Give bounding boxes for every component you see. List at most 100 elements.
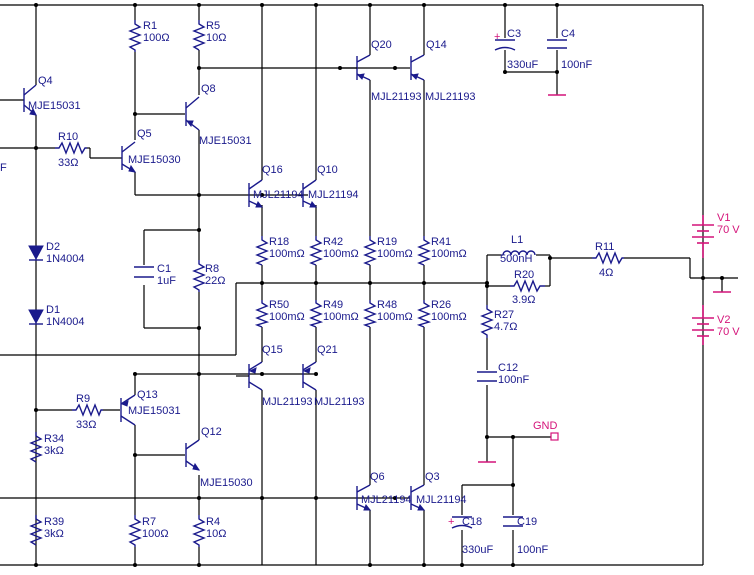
capacitor-value: 100nF <box>561 59 592 71</box>
resistor-value: 100Ω <box>142 528 169 540</box>
wires <box>0 4 738 566</box>
resistor-ref: R10 <box>58 131 78 143</box>
resistor-ref: R7 <box>142 516 156 528</box>
transistor-part: MJL21193 <box>425 91 476 103</box>
resistor-value: 100mΩ <box>377 248 413 260</box>
resistor-R49: R49 100mΩ <box>308 299 359 328</box>
resistor-value: 100mΩ <box>431 311 467 323</box>
resistor-value: 100mΩ <box>323 311 359 323</box>
source-ref: V2 <box>717 314 730 326</box>
resistor-ref: R48 <box>377 299 397 311</box>
capacitor-ref: C12 <box>498 362 518 374</box>
source-value: 70 V <box>717 224 740 236</box>
capacitor-value: 330uF <box>462 544 493 556</box>
resistor-ref: R39 <box>44 516 64 528</box>
resistor-ref: R49 <box>323 299 343 311</box>
resistor-value: 3kΩ <box>44 528 64 540</box>
resistor-value: 100mΩ <box>377 311 413 323</box>
transistor-part: MJE15031 <box>199 135 252 147</box>
resistor-ref: R18 <box>269 236 289 248</box>
resistor-R4: R4 10Ω <box>192 515 226 547</box>
resistor-R50: R50 100mΩ <box>254 299 305 328</box>
transistor-Q12: Q12 MJE15030 <box>185 426 253 489</box>
resistor-R11: R11 4Ω <box>592 241 624 279</box>
resistor-R5: R5 10Ω <box>192 20 226 51</box>
resistor-R19: R19 100mΩ <box>363 236 413 266</box>
transistor-Q4: Q4 MJE15031 <box>23 75 81 116</box>
capacitor-C4: C4 100nF <box>547 28 592 71</box>
resistor-value: 100mΩ <box>269 311 305 323</box>
resistor-value: 4Ω <box>599 267 613 279</box>
capacitor-value: 100nF <box>517 544 548 556</box>
resistor-ref: R9 <box>76 393 90 405</box>
resistor-ref: R41 <box>431 236 451 248</box>
transistor-part: MJL21194 <box>253 189 304 201</box>
resistor-R9: R9 33Ω <box>72 393 103 431</box>
transistor-Q13: Q13 MJE15031 <box>120 389 181 426</box>
resistor-ref: R34 <box>44 433 64 445</box>
capacitor-value: 100nF <box>498 374 529 386</box>
resistor-R34: R34 3kΩ <box>29 432 64 463</box>
transistor-ref: Q21 <box>317 344 338 356</box>
transistor-ref: Q13 <box>137 389 158 401</box>
transistor-ref: Q12 <box>201 426 222 438</box>
junction-dots <box>34 3 724 567</box>
resistor-value: 3.9Ω <box>512 294 536 306</box>
transistor-ref: Q10 <box>317 164 338 176</box>
transistor-part: MJL21194 <box>361 494 412 506</box>
resistor-ref: R42 <box>323 236 343 248</box>
capacitor-ref: C19 <box>517 516 537 528</box>
transistor-Q15: Q15 MJL21193 <box>236 344 313 408</box>
resistor-R27: R27 4.7Ω <box>480 305 518 338</box>
cut-label: F <box>0 162 7 174</box>
resistor-ref: R27 <box>494 309 514 321</box>
transistor-part: MJE15031 <box>128 405 181 417</box>
transistor-Q3: Q3 MJL21194 <box>410 471 467 511</box>
resistor-value: 10Ω <box>206 528 226 540</box>
voltage-source-V1: V1 70 V <box>692 212 740 258</box>
gnd-port: GND <box>533 420 559 441</box>
transistor-part: MJL21194 <box>308 189 359 201</box>
transistor-Q14: Q14 MJL21193 <box>410 39 476 103</box>
capacitor-value: 330uF <box>507 59 538 71</box>
inductor-value: 500nH <box>500 253 532 265</box>
transistor-part: MJL21194 <box>416 494 467 506</box>
transistor-ref: Q6 <box>370 471 385 483</box>
transistor-part: MJL21193 <box>262 396 313 408</box>
resistor-R41: R41 100mΩ <box>417 236 467 266</box>
capacitor-C18: + C18 330uF <box>448 516 493 556</box>
diode-D2: D2 1N4004 <box>28 241 85 265</box>
resistor-R10: R10 33Ω <box>55 131 87 169</box>
resistor-ref: R5 <box>206 20 220 32</box>
transistor-ref: Q5 <box>137 128 152 140</box>
transistor-Q8: Q8 MJE15031 <box>185 83 252 147</box>
capacitor-ref: C1 <box>157 263 171 275</box>
capacitor-C12: C12 100nF <box>477 362 529 386</box>
diode-ref: D2 <box>46 241 60 253</box>
source-ref: V1 <box>717 212 730 224</box>
resistor-R48: R48 100mΩ <box>362 299 413 328</box>
polarity-mark: + <box>448 516 454 528</box>
capacitor-C19: C19 100nF <box>503 516 548 556</box>
transistor-Q16: Q16 MJL21194 <box>248 164 304 208</box>
resistor-R42: R42 100mΩ <box>309 236 359 266</box>
inductor-ref: L1 <box>511 234 523 246</box>
resistor-value: 33Ω <box>76 419 96 431</box>
resistor-value: 10Ω <box>206 32 226 44</box>
resistor-value: 100mΩ <box>431 248 467 260</box>
polarity-mark: + <box>494 31 500 43</box>
resistor-ref: R20 <box>514 269 534 281</box>
transistor-ref: Q4 <box>38 75 53 87</box>
resistor-value: 100mΩ <box>269 248 305 260</box>
transistor-ref: Q14 <box>426 39 447 51</box>
inductor-L1: L1 500nH <box>500 234 536 265</box>
resistor-value: 22Ω <box>205 275 225 287</box>
resistor-ref: R50 <box>269 299 289 311</box>
transistor-part: MJL21193 <box>371 91 422 103</box>
transistor-Q21: Q21 MJL21193 <box>302 344 365 408</box>
resistor-R18: R18 100mΩ <box>255 236 305 266</box>
source-value: 70 V <box>717 326 740 338</box>
transistor-Q10: Q10 MJL21194 <box>302 164 359 208</box>
transistor-part: MJE15030 <box>128 154 181 166</box>
resistor-R1: R1 100Ω <box>128 20 170 52</box>
